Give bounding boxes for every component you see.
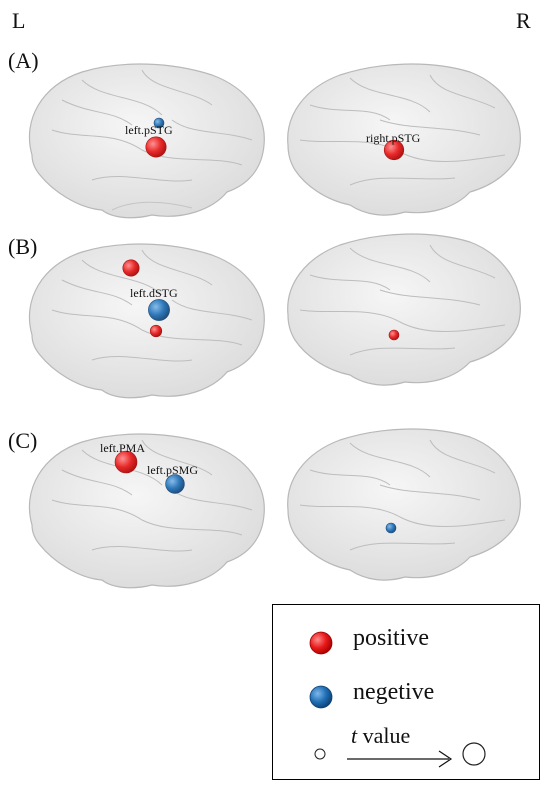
brain-figure: left.pSTG right.pSTG left.dSTG left.PMA … [28,63,521,589]
legend-small-circle-icon [314,748,326,760]
hemisphere-right-label: R [516,8,531,33]
node-c-right-1 [385,522,397,534]
legend-arrow-icon [347,750,453,768]
legend-large-circle-icon [462,742,486,766]
legend-negative-dot [309,685,333,709]
region-label-left-psmg: left.pSMG [147,463,198,477]
legend-row-tvalue: t value [273,723,539,773]
brain-left-a [28,63,265,219]
region-label-left-pma: left.PMA [100,441,145,455]
node-layer [114,117,405,534]
legend-row-positive: positive [273,619,539,659]
node-a-left-2 [153,117,165,129]
node-c-left-2 [165,474,185,494]
legend-tvalue-label: t value [351,723,410,749]
region-label-left-dstg: left.dSTG [130,286,178,300]
node-b-right-1 [388,329,400,341]
legend-row-negative: negetive [273,673,539,713]
hemisphere-left-label: L [12,8,26,33]
panel-label-a: (A) [8,48,39,73]
region-label-right-pstg: right.pSTG [366,131,421,145]
legend-box: positive negetive t value [272,604,540,780]
legend-positive-dot [309,631,333,655]
brain-right-c [287,428,521,581]
brain-left-c [28,433,265,589]
legend-tvalue-symbol: t [351,723,358,748]
legend-negative-label: negetive [353,679,435,705]
legend-positive-label: positive [353,625,429,651]
legend-tvalue-word: value [357,723,411,748]
node-b-left-3 [149,324,163,338]
node-c-left-1 [114,450,138,474]
brain-right-b [287,233,521,386]
brain-left-b [28,243,265,399]
node-b-left-1 [122,259,140,277]
panel-label-b: (B) [8,234,38,259]
node-a-right-1 [383,139,405,161]
region-label-left-pstg: left.pSTG [125,123,173,137]
node-b-left-2 [148,299,170,321]
node-a-left-1 [145,136,167,158]
panel-label-c: (C) [8,428,38,453]
brain-right-a [287,63,521,216]
